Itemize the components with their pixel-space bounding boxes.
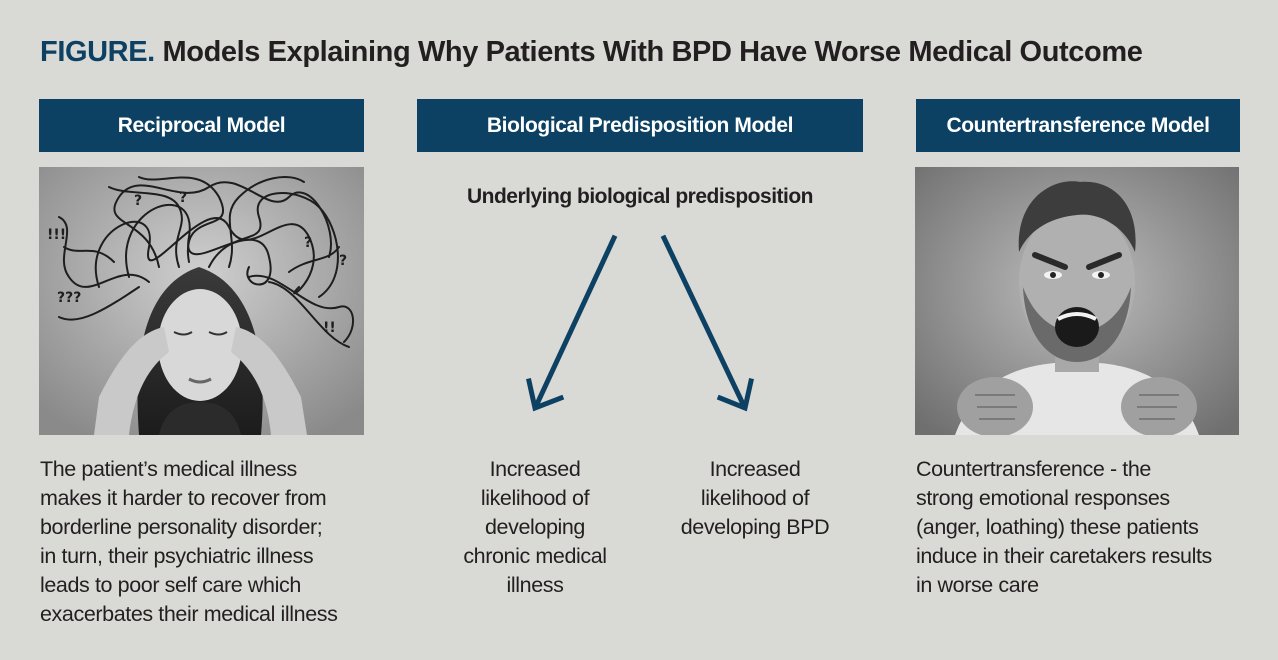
svg-text:?: ?: [134, 193, 142, 209]
reciprocal-model-header: Reciprocal Model: [39, 99, 364, 152]
svg-text:?: ?: [304, 235, 312, 251]
biological-predisposition-node: Underlying biological predisposition: [466, 185, 814, 208]
figure-title: FIGURE. Models Explaining Why Patients W…: [40, 34, 1143, 70]
biological-model-title: Biological Predisposition Model: [486, 113, 794, 137]
outcome-medical-illness: Increased likelihood of developing chron…: [463, 457, 607, 597]
figure-label: FIGURE.: [40, 36, 155, 68]
countertransference-model-header: Countertransference Model: [916, 99, 1240, 152]
figure-title-text: Models Explaining Why Patients With BPD …: [162, 36, 1143, 68]
arrow-to-medical-illness: [526, 234, 618, 412]
stressed-woman-photo: ? ? ? ??? !!! ? !!: [39, 167, 364, 435]
countertransference-model-title: Countertransference Model: [946, 113, 1210, 137]
angry-man-photo: [915, 167, 1239, 435]
biological-model-header: Biological Predisposition Model: [417, 99, 863, 152]
reciprocal-model-title: Reciprocal Model: [117, 113, 286, 137]
svg-text:?: ?: [339, 253, 347, 269]
svg-text:!!!: !!!: [47, 227, 66, 243]
svg-text:???: ???: [57, 290, 81, 306]
svg-text:?: ?: [179, 190, 187, 206]
svg-text:!!: !!: [323, 320, 336, 336]
reciprocal-model-description: The patient’s medical illness makes it h…: [40, 457, 338, 626]
arrow-to-bpd: [660, 234, 754, 412]
outcome-bpd: Increased likelihood of developing BPD: [680, 457, 830, 539]
countertransference-model-description: Countertransference - the strong emotion…: [916, 457, 1212, 597]
